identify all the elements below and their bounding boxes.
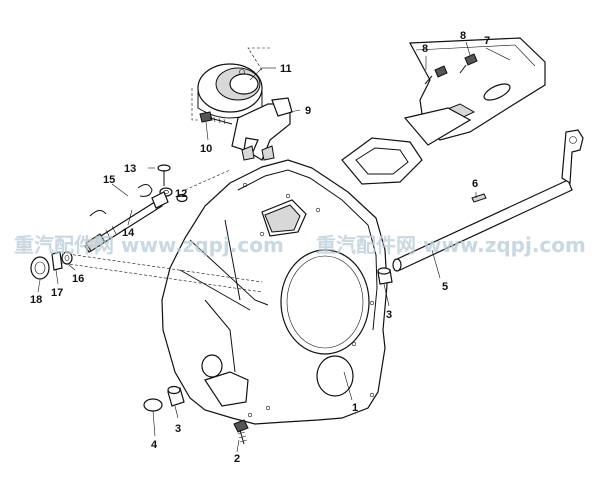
callout-10: 10 [200,143,212,155]
callout-16: 16 [72,273,84,285]
pin-clip [89,210,107,217]
callout-7: 7 [484,35,490,47]
callout-9: 9 [305,105,311,117]
callout-18: 18 [30,294,42,306]
clutch-release-shaft [392,129,584,272]
callout-3b: 3 [175,423,181,435]
callout-8a: 8 [422,43,428,55]
cover-plate [403,107,472,146]
callout-numbers: 1 2 3 3 4 5 6 7 8 8 9 10 11 12 13 14 15 … [30,30,490,465]
hidden-line-e [247,47,272,71]
linkage-rod [84,191,169,253]
plug-18 [30,256,50,280]
spring-clip [137,184,153,197]
hidden-line-c [184,169,231,191]
callout-8b: 8 [460,30,466,42]
washer-17 [51,251,63,271]
bushing-upper [377,267,393,285]
hidden-line-b [67,253,263,283]
callout-17: 17 [51,287,63,299]
leader-lines [37,41,511,453]
bolt-8-right [459,53,478,74]
release-bearing [197,63,263,119]
callout-13: 13 [124,163,136,175]
callout-12: 12 [175,188,187,200]
callout-1: 1 [352,402,358,414]
bushing-lower [167,385,185,407]
callout-5: 5 [442,281,448,293]
bolt-8-left [424,65,448,85]
flywheel-housing [161,159,388,425]
watermark-text-right: 重汽配件网 www.zqpj.com [316,233,586,257]
fork-bolt [199,111,233,125]
callout-4: 4 [151,439,158,451]
seal-16 [61,251,73,265]
callout-2: 2 [234,453,240,465]
callout-3a: 3 [386,309,392,321]
callout-14: 14 [122,227,135,239]
callout-11: 11 [280,63,292,75]
bolt-13 [157,164,171,186]
callout-6: 6 [472,178,478,190]
release-fork [231,97,293,161]
watermark-text-left: 重汽配件网 www.zqpj.com [14,233,284,257]
callout-15: 15 [103,174,115,186]
hidden-line-d [191,88,200,121]
plug-disc [143,398,163,412]
watermark: 重汽配件网 www.zqpj.com 重汽配件网 www.zqpj.com [14,233,586,257]
bottom-bolt [233,419,249,445]
gasket [341,137,423,185]
shaft-key [471,193,487,203]
